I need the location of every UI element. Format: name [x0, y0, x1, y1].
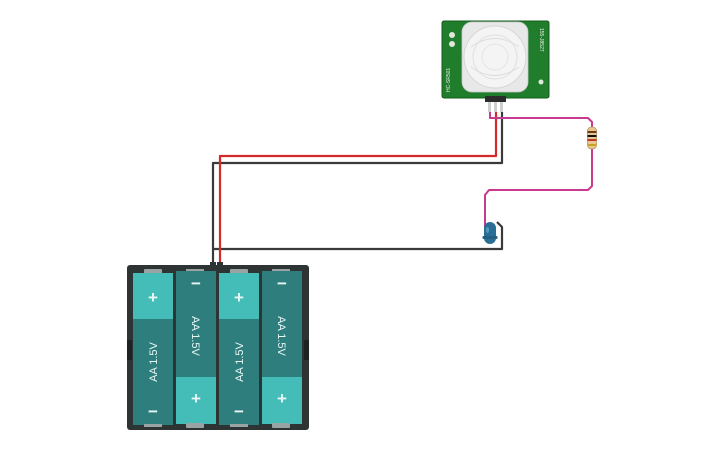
battery-pack-4xAA[interactable]: + − AA 1.5V − + AA 1.5V + − AA 1.5V — [127, 262, 309, 430]
pir-pin-header — [485, 96, 506, 102]
battery-cell-2-bottom-terminal: + — [191, 389, 201, 408]
battery-cell-2-label: AA 1.5V — [189, 316, 201, 356]
battery-cell-3: + − AA 1.5V — [219, 269, 259, 427]
battery-cell-3-label: AA 1.5V — [234, 341, 246, 381]
battery-cell-1-label: AA 1.5V — [148, 341, 160, 381]
ground-wire-led[interactable] — [213, 221, 504, 251]
battery-cell-2-top-terminal: − — [191, 274, 201, 293]
ground-wire-sensor[interactable] — [211, 112, 504, 267]
battery-cell-4-label: AA 1.5V — [275, 316, 287, 356]
battery-cell-1-bottom-terminal: − — [148, 402, 158, 421]
battery-cell-3-bottom-terminal: − — [234, 402, 244, 421]
battery-cell-4: − + AA 1.5V — [262, 269, 302, 428]
power-wire[interactable] — [218, 112, 498, 267]
battery-cell-4-top-terminal: − — [277, 274, 287, 293]
pir-right-label: 155-J8527 — [538, 28, 544, 52]
battery-cell-2: − + AA 1.5V — [176, 269, 216, 428]
pir-motion-sensor[interactable]: HC-SR501 155-J8527 — [441, 20, 550, 112]
led[interactable] — [482, 222, 498, 244]
signal-wire-led[interactable] — [484, 148, 593, 229]
battery-cell-4-bottom-terminal: + — [277, 389, 287, 408]
battery-cell-1: + − AA 1.5V — [133, 269, 173, 427]
pir-trim-pot-1 — [449, 32, 455, 38]
signal-wire-resistor[interactable] — [489, 112, 593, 128]
battery-cell-1-top-terminal: + — [148, 288, 158, 307]
pir-left-label: HC-SR501 — [446, 68, 452, 92]
battery-cell-3-top-terminal: + — [234, 288, 244, 307]
wires — [211, 112, 593, 267]
pir-trim-pot-2 — [449, 41, 455, 47]
resistor[interactable] — [587, 126, 597, 150]
